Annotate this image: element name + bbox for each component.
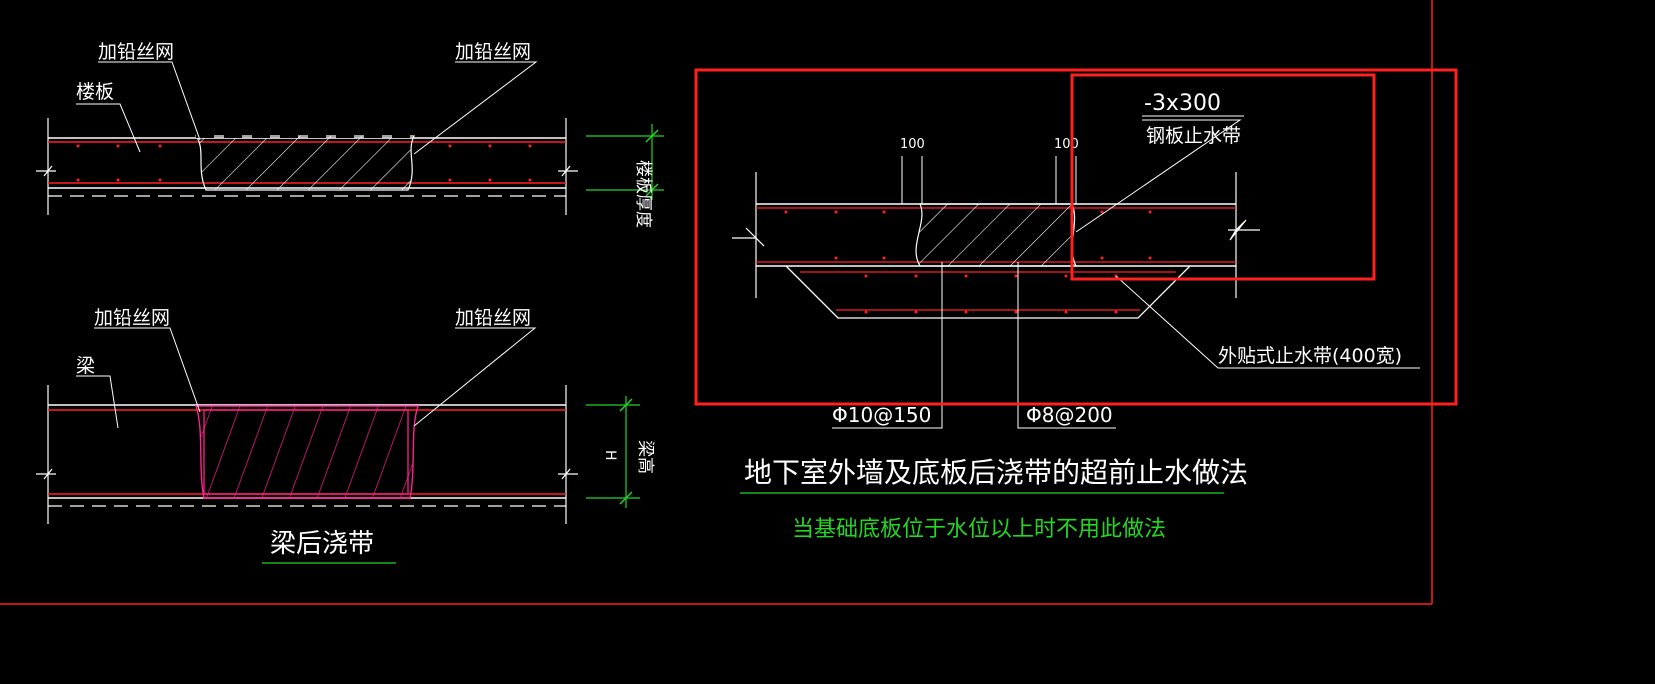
slab-pour-strip-detail: 楼板厚度 加铅丝网 加铅丝网 楼板 (36, 41, 664, 228)
rebar-right-label: Φ8@200 (1026, 403, 1113, 427)
drawing-frame (0, 0, 1433, 605)
beam-pour-strip-detail: H 梁高 加铅丝网 加铅丝网 梁 梁后浇带 (36, 307, 655, 564)
waterstop-detail: 100 100 -3x300 钢板止水带 外贴式止水带(400宽) Φ10@15… (732, 91, 1420, 542)
beam-label: 梁 (76, 355, 95, 377)
waterstop-dim-left: 100 (900, 137, 925, 152)
rebar-left-label: Φ10@150 (832, 403, 931, 427)
beam-height-dimension-label: 梁高 (635, 440, 655, 474)
beam-h-dimension-label: H (602, 450, 618, 461)
slab-mesh-left-label: 加铅丝网 (98, 41, 174, 63)
slab-mesh-right-label: 加铅丝网 (455, 41, 531, 63)
steel-plate-waterstop-label: 钢板止水带 (1146, 125, 1241, 147)
highlight-box-outer (694, 68, 1458, 406)
steel-plate-size-label: -3x300 (1144, 91, 1221, 116)
beam-detail-title: 梁后浇带 (270, 529, 374, 559)
slab-label: 楼板 (76, 81, 114, 103)
beam-mesh-left-label: 加铅丝网 (94, 307, 170, 329)
waterstop-dim-right: 100 (1054, 137, 1079, 152)
external-waterstop-label: 外贴式止水带(400宽) (1218, 345, 1402, 367)
beam-mesh-right-label: 加铅丝网 (455, 307, 531, 329)
highlight-box-inner (1070, 73, 1376, 281)
waterstop-note: 当基础底板位于水位以上时不用此做法 (792, 517, 1166, 542)
slab-thickness-dimension-label: 楼板厚度 (633, 160, 653, 228)
waterstop-detail-title: 地下室外墙及底板后浇带的超前止水做法 (744, 456, 1248, 489)
